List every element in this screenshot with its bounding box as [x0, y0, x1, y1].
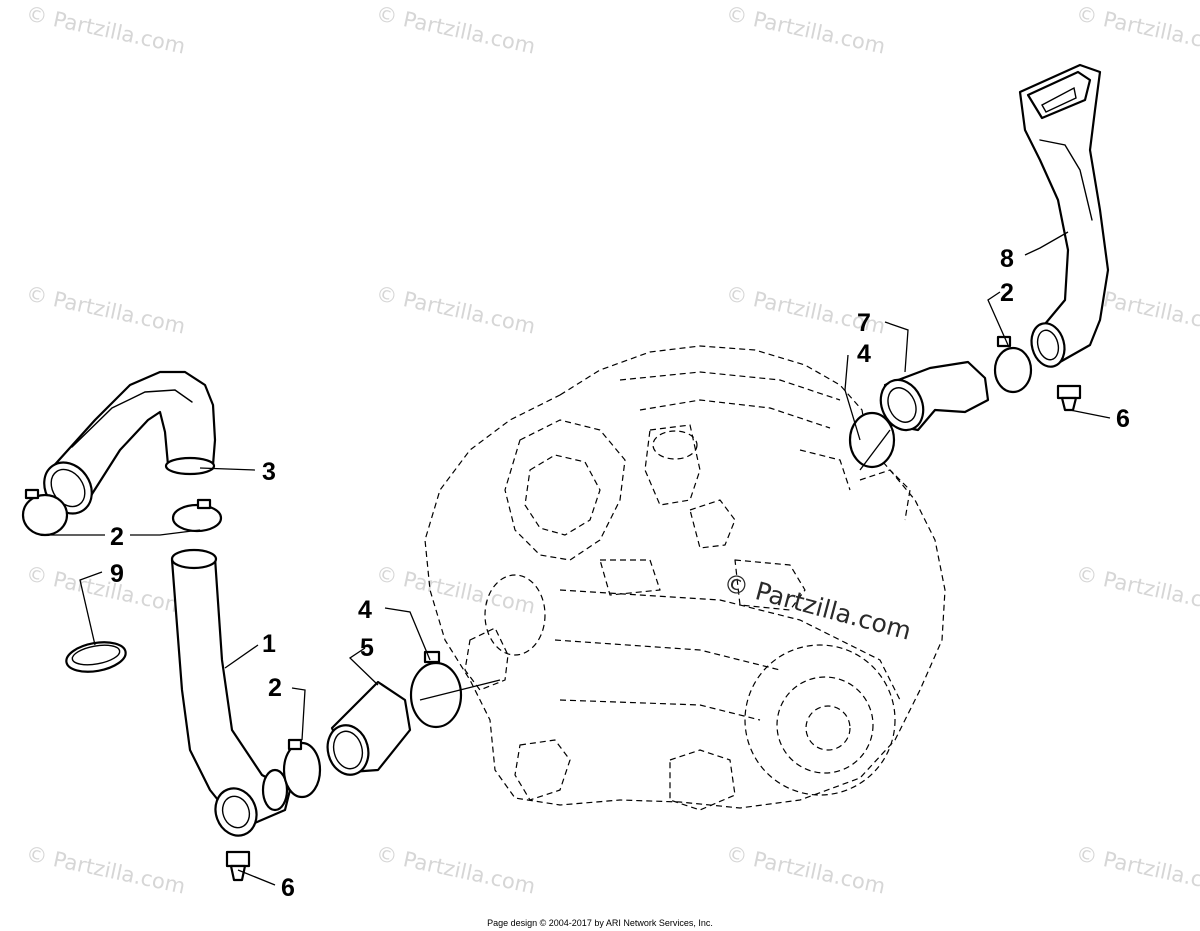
callout-2: 2: [1000, 279, 1014, 307]
part-9-band: [65, 641, 127, 673]
callout-2: 2: [268, 674, 282, 702]
part-4-clamp-screw: [423, 650, 441, 664]
part-2-clamp-screw: [196, 498, 212, 510]
part-2-clamp-screw: [24, 488, 40, 500]
watermark: © Partzilla.com: [24, 281, 188, 338]
callout-6: 6: [1116, 405, 1130, 433]
part-2-clamp-screw: [287, 738, 303, 751]
watermark: © Partzilla.com: [1074, 841, 1200, 898]
callout-7: 7: [857, 309, 871, 337]
part-3-duct: [43, 370, 217, 515]
callout-3: 3: [262, 458, 276, 486]
part-6-grommet: [225, 850, 251, 882]
watermark: © Partzilla.com: [1074, 1, 1200, 58]
part-4-clamp: [848, 411, 896, 469]
watermark: © Partzilla.com: [24, 841, 188, 898]
callout-5: 5: [360, 634, 374, 662]
part-5-coupler: [326, 680, 412, 776]
part-7-elbow: [879, 360, 990, 432]
callout-9: 9: [110, 560, 124, 588]
part-2-clamp: [21, 493, 69, 537]
watermark: © Partzilla.com: [24, 561, 188, 618]
watermark: © Partzilla.com: [374, 281, 538, 338]
footer-credit: Page design © 2004-2017 by ARI Network S…: [487, 918, 713, 928]
watermark: © Partzilla.com: [724, 841, 888, 898]
part-2-clamp: [171, 503, 223, 533]
part-6-grommet: [1056, 384, 1082, 412]
center-watermark: © Partzilla.com: [720, 568, 914, 646]
callout-8: 8: [1000, 245, 1014, 273]
leader-lines: [45, 231, 1111, 886]
callout-4: 4: [857, 340, 871, 368]
part-2-clamp: [282, 741, 322, 799]
part-4-clamp: [409, 661, 463, 729]
watermark: © Partzilla.com: [24, 1, 188, 58]
part-1-pipe: [170, 548, 292, 837]
callout-4: 4: [358, 596, 372, 624]
callout-2: 2: [110, 523, 124, 551]
watermark: © Partzilla.com: [374, 1, 538, 58]
engine-outline: [424, 345, 946, 811]
watermark: © Partzilla.com: [724, 1, 888, 58]
part-2-clamp: [993, 346, 1033, 394]
callouts: 3 2 9 1 2 6 4 5 7 4 8 2 6: [110, 245, 1130, 902]
callout-6: 6: [281, 874, 295, 902]
callout-1: 1: [262, 630, 276, 658]
watermark: © Partzilla.com: [1074, 561, 1200, 618]
watermark: © Partzilla.com: [374, 841, 538, 898]
part-8-snorkel: [1018, 63, 1110, 368]
